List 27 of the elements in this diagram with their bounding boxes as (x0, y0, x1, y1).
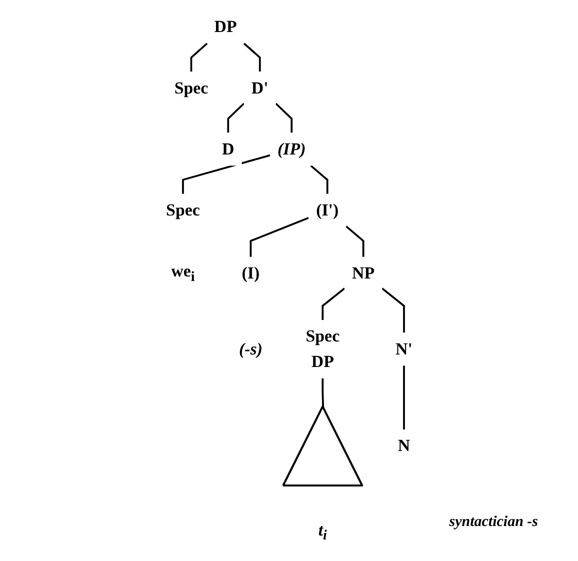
node-text: NP (352, 264, 374, 282)
connector (345, 226, 364, 257)
node-text: Spec (174, 78, 208, 98)
node-text: Spec DP (305, 326, 340, 371)
connector (226, 102, 244, 133)
connector (321, 288, 345, 320)
node-text: DP (214, 17, 237, 36)
node-text: (IP) (277, 139, 306, 158)
connector (310, 164, 328, 194)
connector (190, 42, 208, 72)
connector (402, 366, 405, 430)
connector (250, 216, 309, 257)
annotation-text: syntactician -s (449, 514, 538, 531)
node-label: t$_{i}$ (318, 520, 327, 544)
node-label: we$_{i}$ (170, 262, 195, 285)
connector (381, 288, 405, 333)
node-label: (-s) (238, 339, 262, 358)
connector (321, 378, 324, 407)
node-text: (I) (242, 264, 260, 282)
node-text: N (398, 436, 410, 455)
connector (274, 102, 292, 133)
node-text: N' (395, 339, 412, 358)
node-text: (I') (316, 200, 338, 220)
connector (243, 42, 261, 72)
node-text: D' (251, 78, 268, 98)
connector (182, 154, 270, 194)
node-text: Spec (166, 200, 200, 220)
